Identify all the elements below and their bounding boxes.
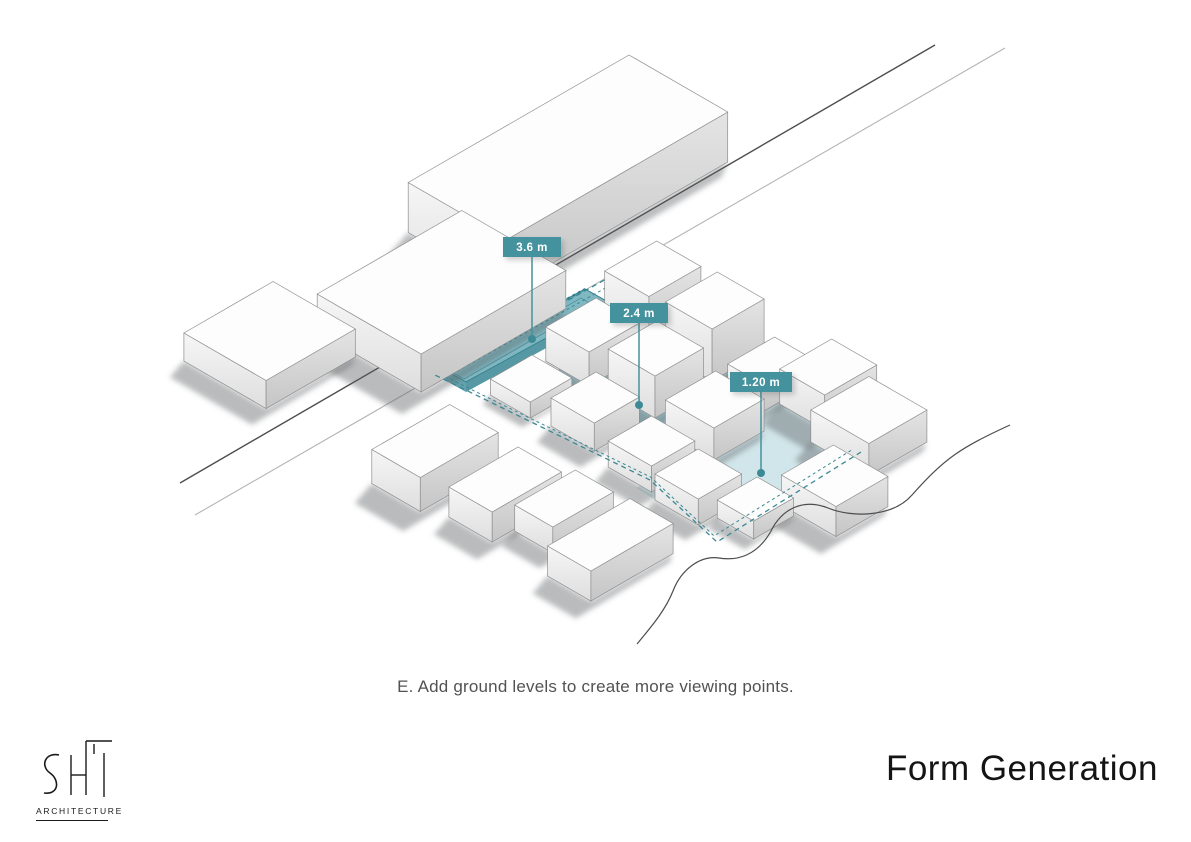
leader-dot bbox=[528, 335, 536, 343]
level-label bbox=[610, 303, 668, 323]
building-roof bbox=[546, 498, 674, 572]
building-box bbox=[642, 448, 743, 541]
massing-diagram: 3.6 m 2.4 m 1.20 m bbox=[169, 44, 1011, 645]
page-title: Form Generation bbox=[885, 749, 1158, 788]
building-shadow bbox=[501, 518, 614, 569]
level-label bbox=[503, 237, 561, 257]
building-roof bbox=[607, 415, 696, 467]
building-roof bbox=[654, 448, 743, 500]
building-roof bbox=[371, 404, 499, 478]
building-shadow bbox=[532, 553, 674, 619]
site-boundary-front bbox=[434, 374, 862, 543]
building-box bbox=[537, 371, 641, 468]
logo-letter-s bbox=[43, 753, 60, 794]
level-annotation: 2.4 m bbox=[610, 303, 671, 409]
building-shadow bbox=[766, 505, 888, 554]
building-roof bbox=[780, 444, 889, 507]
step-caption: E. Add ground levels to create more view… bbox=[397, 677, 794, 696]
building-roof bbox=[514, 469, 615, 528]
logo-subtitle: ARCHITECTURE bbox=[36, 806, 121, 821]
level-label-text: 3.6 m bbox=[516, 242, 547, 254]
logo-monogram-icon bbox=[43, 740, 112, 797]
building-roof bbox=[810, 376, 928, 444]
building-shadow bbox=[708, 516, 794, 550]
site-boundary-inner-front bbox=[446, 376, 852, 537]
leader-dot bbox=[757, 469, 765, 477]
level-annotation: 3.6 m bbox=[503, 237, 564, 343]
building-shadow bbox=[298, 308, 566, 414]
building-roof bbox=[603, 240, 702, 297]
building-box bbox=[354, 404, 499, 532]
building-shadow bbox=[354, 466, 499, 532]
building-roof bbox=[664, 271, 765, 330]
road-line-light bbox=[194, 47, 1006, 516]
building-shadow bbox=[537, 425, 640, 468]
building-box bbox=[708, 476, 795, 550]
building-roof bbox=[489, 354, 573, 403]
level-annotation: 1.20 m bbox=[730, 372, 795, 477]
leader-dot bbox=[635, 401, 643, 409]
firm-logo: ARCHITECTURE bbox=[36, 737, 122, 821]
building-shadow bbox=[762, 400, 877, 451]
building-box bbox=[532, 498, 674, 619]
terrain-line bbox=[636, 424, 1011, 645]
level-label-text: 1.20 m bbox=[742, 377, 780, 389]
building-shadow bbox=[433, 502, 562, 560]
level-label-text: 2.4 m bbox=[623, 308, 654, 320]
building-shadow bbox=[595, 467, 695, 508]
building-roof bbox=[183, 281, 356, 381]
building-roof bbox=[779, 338, 878, 396]
building-roof bbox=[448, 446, 563, 513]
level-label bbox=[730, 372, 792, 392]
building-box bbox=[169, 281, 356, 425]
building-shadow bbox=[642, 500, 742, 541]
building-roof bbox=[716, 476, 795, 522]
